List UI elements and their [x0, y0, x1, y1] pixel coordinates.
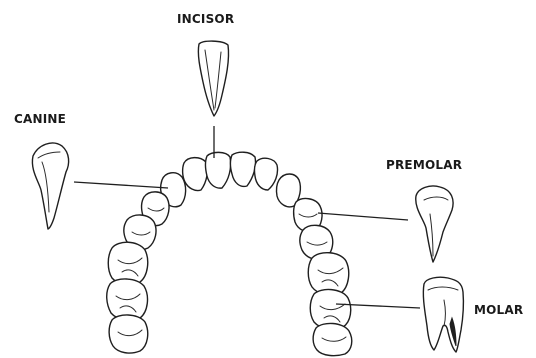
arch-incisor-right-lateral — [254, 158, 277, 190]
canine-leader-line — [74, 182, 168, 188]
incisor-tooth — [198, 41, 228, 116]
premolar-leader-line — [318, 213, 408, 220]
molar-label: MOLAR — [474, 303, 523, 317]
dental-arch — [107, 152, 352, 355]
arch-incisor-left-lateral — [183, 158, 208, 191]
arch-molar-right-3 — [313, 323, 352, 355]
molar-tooth — [423, 277, 463, 352]
premolar-label: PREMOLAR — [386, 158, 462, 172]
canine-label: CANINE — [14, 112, 66, 126]
premolar-tooth — [416, 186, 453, 262]
arch-incisor-right-central — [231, 152, 256, 186]
incisor-label: INCISOR — [177, 12, 234, 26]
arch-incisor-left-central — [206, 152, 231, 188]
canine-tooth — [32, 143, 68, 229]
arch-molar-left-3 — [109, 315, 148, 353]
